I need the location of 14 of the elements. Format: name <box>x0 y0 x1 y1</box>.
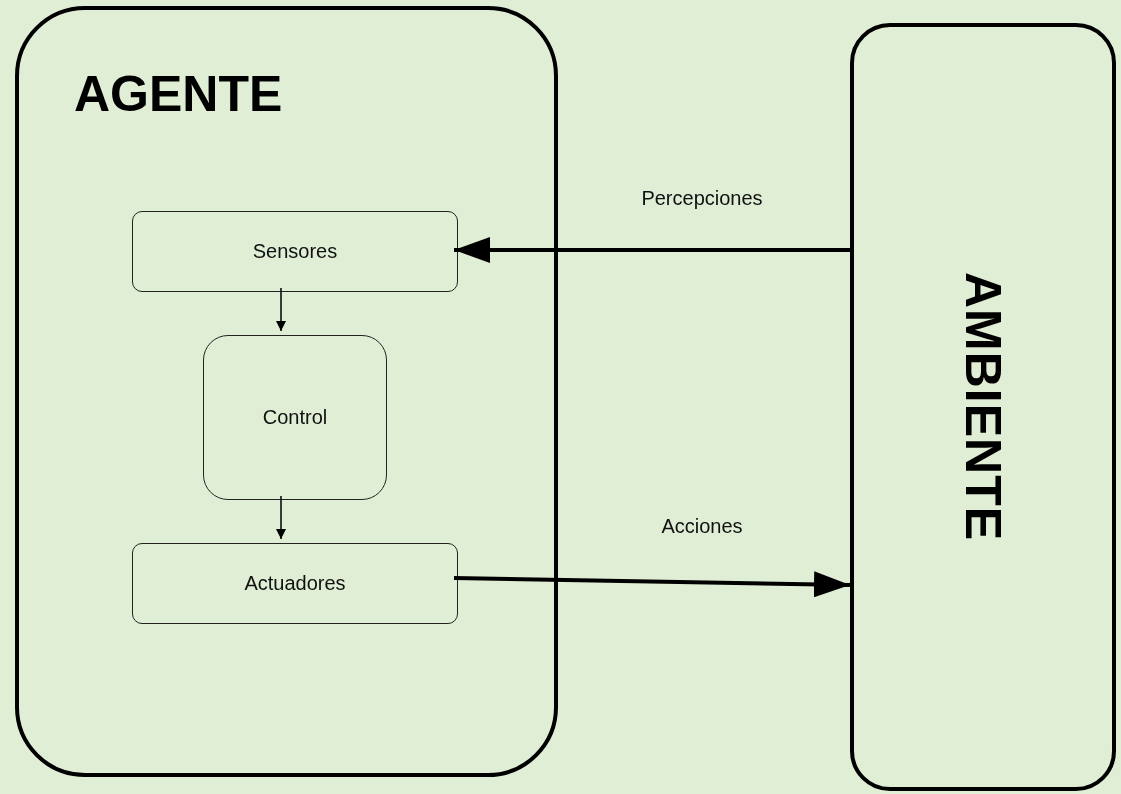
arrow <box>454 237 850 263</box>
process-box <box>132 543 458 624</box>
agent-panel <box>15 6 558 777</box>
vertical-heading: AMBIENTE <box>954 272 1012 542</box>
box-label: Actuadores <box>244 572 346 595</box>
arrow <box>276 495 286 540</box>
heading: AGENTE <box>74 65 283 123</box>
arrow <box>276 287 286 332</box>
box-label: Sensores <box>252 240 338 263</box>
box-label: Control <box>262 406 328 429</box>
arrow <box>453 571 851 598</box>
process-box <box>203 335 387 500</box>
process-box <box>132 211 458 292</box>
environment-panel <box>850 23 1116 791</box>
